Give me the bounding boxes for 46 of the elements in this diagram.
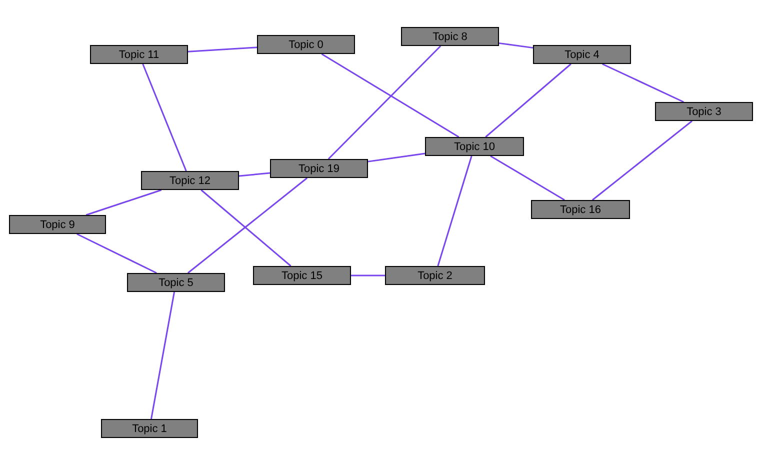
topic-box xyxy=(9,215,106,234)
topic-box xyxy=(385,266,485,285)
node-label: Topic 16 xyxy=(560,204,601,216)
connector-line xyxy=(328,45,442,160)
connector-line xyxy=(485,63,572,138)
topic-box xyxy=(90,45,188,64)
connector-line xyxy=(351,274,385,276)
connector-line xyxy=(238,172,270,177)
node-label: Topic 8 xyxy=(432,30,468,42)
topic-box xyxy=(655,102,753,121)
node-label: Topic 5 xyxy=(158,276,194,288)
topic-box xyxy=(101,419,198,438)
connector-line xyxy=(86,189,162,216)
connector-line xyxy=(142,64,187,172)
node-label: Topic 15 xyxy=(282,270,322,282)
topic-box xyxy=(127,273,225,292)
node-label: Topic 2 xyxy=(418,270,452,282)
connector-line xyxy=(187,177,308,274)
topic-box xyxy=(531,200,630,219)
connector-line xyxy=(368,152,426,162)
node-label: Topic 12 xyxy=(170,174,210,186)
node-label: Topic 19 xyxy=(298,162,340,174)
connector-line xyxy=(437,156,472,266)
topic-box xyxy=(533,45,631,64)
topic-box xyxy=(257,35,355,54)
node-label: Topic 0 xyxy=(288,38,324,50)
topic-box xyxy=(270,159,368,178)
node-label: Topic 4 xyxy=(564,48,600,60)
connector-line xyxy=(200,189,292,267)
connector-line xyxy=(592,120,692,201)
topic-box xyxy=(425,137,524,156)
connector-line xyxy=(498,42,534,49)
connector-line xyxy=(602,63,684,103)
topic-box xyxy=(401,27,499,46)
node-label: Topic 11 xyxy=(118,48,160,60)
connector-line xyxy=(150,292,176,420)
connector-line xyxy=(188,46,258,52)
node-label: Topic 9 xyxy=(40,218,75,230)
node-label: Topic 3 xyxy=(686,106,722,118)
node-label: Topic 10 xyxy=(454,140,495,152)
connector-line xyxy=(490,155,565,201)
topic-box xyxy=(141,171,239,190)
connector-line xyxy=(321,53,460,138)
node-label: Topic 1 xyxy=(132,422,167,434)
connector-line xyxy=(76,233,157,274)
topic-box xyxy=(253,266,351,285)
